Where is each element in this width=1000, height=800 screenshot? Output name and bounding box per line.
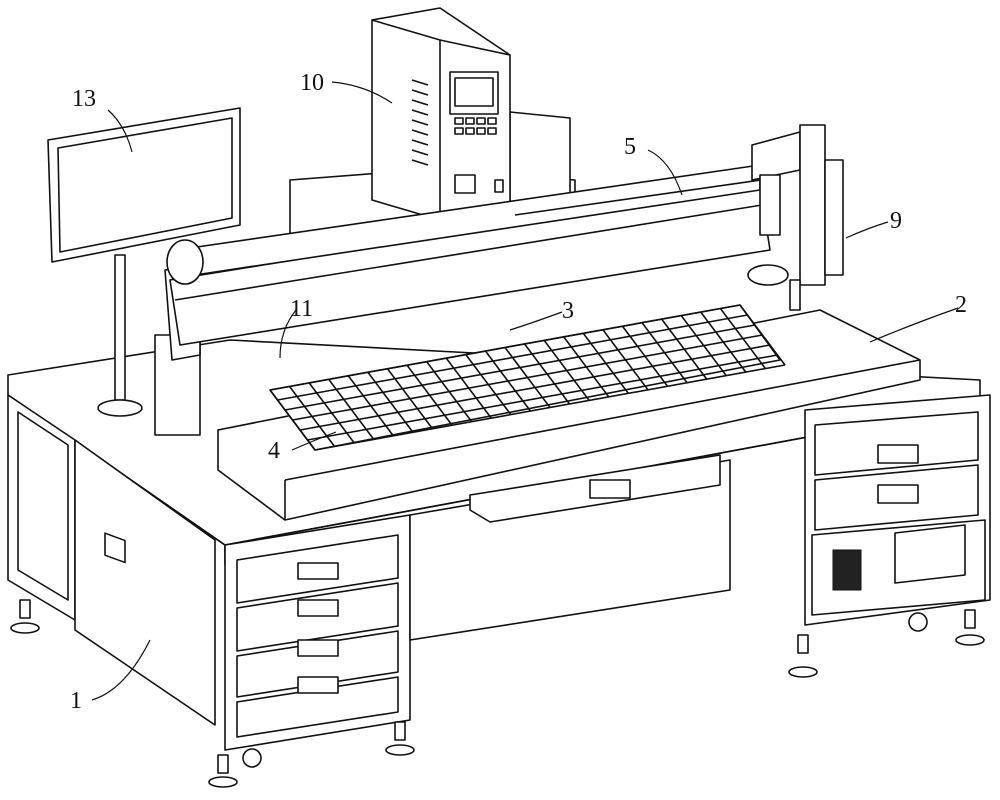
callout-5: 5 bbox=[624, 134, 636, 161]
callout-2: 2 bbox=[955, 292, 967, 319]
dispensing-head bbox=[748, 125, 843, 310]
callout-1: 1 bbox=[70, 688, 82, 715]
callout-3: 3 bbox=[562, 298, 574, 325]
callout-4: 4 bbox=[268, 438, 280, 465]
callout-10: 10 bbox=[300, 70, 324, 97]
callout-11: 11 bbox=[290, 296, 313, 323]
callout-9: 9 bbox=[890, 208, 902, 235]
left-drawers bbox=[237, 535, 398, 737]
callout-13: 13 bbox=[72, 86, 96, 113]
